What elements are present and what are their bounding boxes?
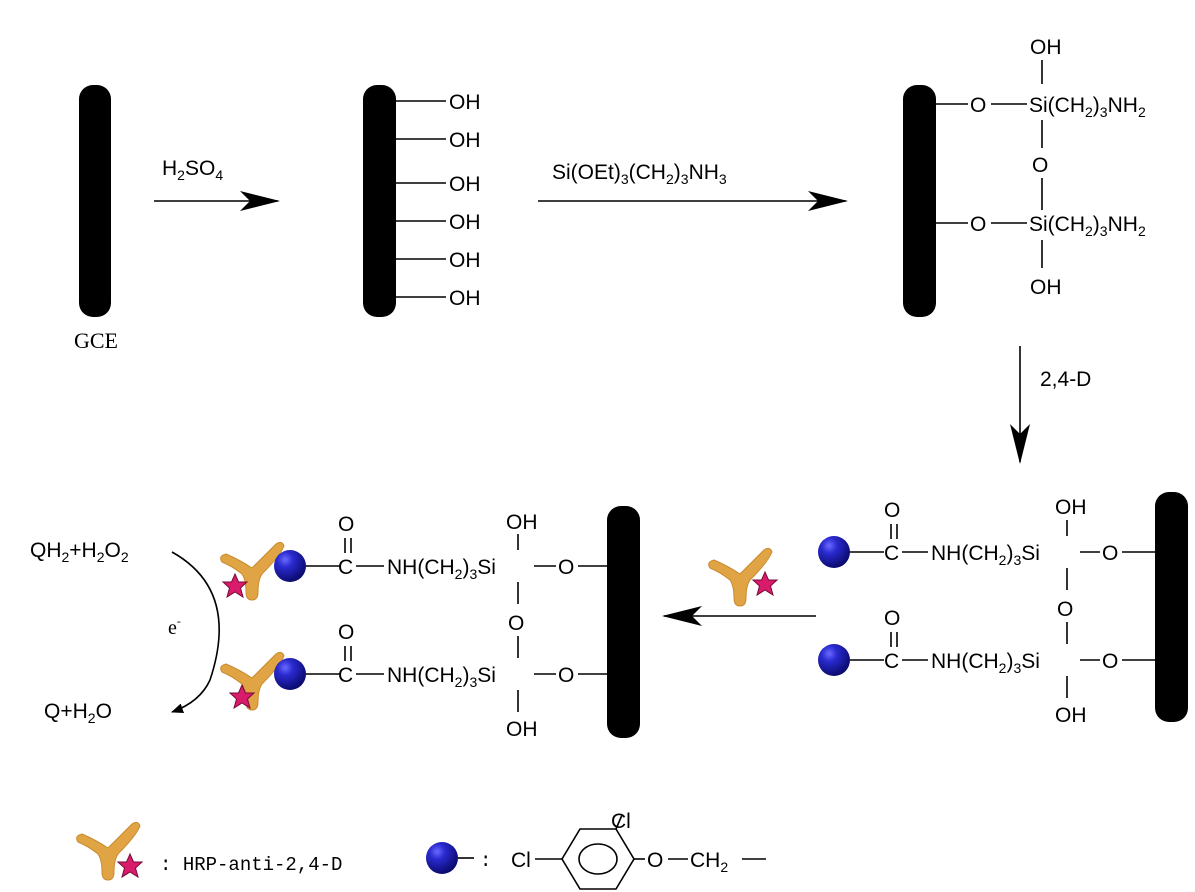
svg-text:OH: OH <box>449 91 481 114</box>
svg-text:C: C <box>338 664 353 687</box>
redox-cycle: QH2+H2O2 e- Q+H2O <box>30 539 220 726</box>
svg-text:O: O <box>884 499 900 522</box>
svg-text:O: O <box>1032 154 1048 177</box>
svg-text:O: O <box>1102 650 1118 673</box>
svg-text:O: O <box>338 513 354 536</box>
svg-text:OH: OH <box>449 249 481 272</box>
electrode-hydroxylated <box>363 85 396 317</box>
svg-text:OH: OH <box>449 287 481 310</box>
hapten-layer: O C NH(CH2)3Si OH O O O C NH(CH2)3Si O O… <box>818 496 1155 727</box>
antibody-icon <box>220 541 285 601</box>
reagent-silane: Si(OEt)3(CH2)3NH3 <box>552 161 727 187</box>
svg-text:O: O <box>558 664 574 687</box>
legend: : HRP-anti-2,4-D : Cl Cl O CH2 <box>76 810 766 890</box>
redox-electron: e- <box>168 614 181 639</box>
hapten-sphere-icon <box>818 644 850 676</box>
svg-text:O: O <box>970 94 986 117</box>
svg-text:OH: OH <box>1055 704 1087 727</box>
svg-text:CH2: CH2 <box>690 849 728 875</box>
svg-text:O: O <box>508 612 524 635</box>
svg-text:Si(CH2)3NH2: Si(CH2)3NH2 <box>1029 213 1146 239</box>
legend-sphere-icon <box>426 842 458 874</box>
svg-text:OH: OH <box>1030 36 1062 59</box>
svg-text:OH: OH <box>449 129 481 152</box>
svg-text:C: C <box>338 556 353 579</box>
electrode-hapten <box>1155 492 1188 722</box>
svg-text:NH(CH2)3Si: NH(CH2)3Si <box>931 542 1040 568</box>
electrode-bare <box>79 85 111 317</box>
svg-text:OH: OH <box>449 211 481 234</box>
svg-text:Si(CH2)3NH2: Si(CH2)3NH2 <box>1029 94 1146 120</box>
svg-text:NH(CH2)3Si: NH(CH2)3Si <box>387 664 496 690</box>
svg-text:OH: OH <box>1055 496 1087 519</box>
svg-text:O: O <box>970 213 986 236</box>
svg-text:O: O <box>338 621 354 644</box>
svg-text:NH(CH2)3Si: NH(CH2)3Si <box>387 556 496 582</box>
electrode-silanized <box>903 85 936 317</box>
antibody-icon <box>220 651 285 711</box>
svg-text:O: O <box>1102 542 1118 565</box>
svg-text:NH(CH2)3Si: NH(CH2)3Si <box>931 650 1040 676</box>
svg-text:C: C <box>884 650 899 673</box>
legend-antibody-label: : HRP-anti-2,4-D <box>160 854 342 876</box>
hapten-sphere-icon <box>274 658 306 690</box>
svg-text:OH: OH <box>1030 276 1062 299</box>
hapten-sphere-icon <box>274 550 306 582</box>
svg-text:Cl: Cl <box>511 849 531 872</box>
reagent-24d: 2,4-D <box>1040 368 1091 391</box>
svg-text:O: O <box>647 849 663 872</box>
svg-text:OH: OH <box>506 511 538 534</box>
redox-products: Q+H2O <box>44 700 112 726</box>
silane-layer: OH O Si(CH2)3NH2 O O Si(CH2)3NH2 OH <box>936 36 1146 299</box>
hydroxyl-groups: OH OH OH OH OH OH <box>396 91 481 310</box>
electrode-label: GCE <box>74 328 118 353</box>
antibody-reagent-icon <box>708 547 778 607</box>
redox-reactants: QH2+H2O2 <box>30 539 129 565</box>
electrode-immunosensor <box>607 506 640 738</box>
svg-text:Cl: Cl <box>611 810 631 833</box>
svg-text:C: C <box>884 542 899 565</box>
legend-hapten-colon: : <box>480 850 491 872</box>
reagent-h2so4: H2SO4 <box>162 157 223 183</box>
legend-antibody-icon <box>76 821 143 881</box>
svg-text:O: O <box>884 607 900 630</box>
svg-text:O: O <box>558 556 574 579</box>
dichlorophenoxy-structure: Cl Cl O CH2 <box>511 810 766 890</box>
hapten-sphere-icon <box>818 536 850 568</box>
svg-text:OH: OH <box>506 718 538 741</box>
svg-text:OH: OH <box>449 173 481 196</box>
immuno-layer: O C NH(CH2)3Si OH O O O C NH(CH2)3Si O O… <box>220 511 607 741</box>
svg-text:O: O <box>1057 598 1073 621</box>
